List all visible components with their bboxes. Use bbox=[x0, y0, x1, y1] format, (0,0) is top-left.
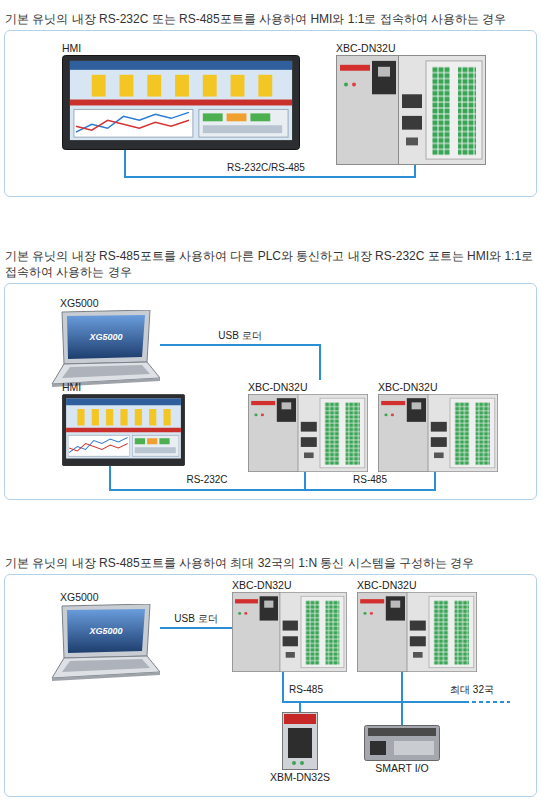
device-label: HMI bbox=[62, 380, 81, 394]
device-label: XBM-DN32S bbox=[270, 770, 330, 784]
plc-illustration bbox=[357, 592, 476, 671]
hmi-device: HMI bbox=[62, 41, 300, 150]
plc-device: XBC-DN32U bbox=[378, 380, 498, 472]
device-label: SMART I/O bbox=[375, 761, 428, 775]
device-label: XBC-DN32U bbox=[378, 380, 438, 394]
device-picture-area bbox=[62, 55, 300, 150]
connector-line bbox=[125, 150, 415, 177]
device-picture-area bbox=[378, 394, 498, 472]
device-label: XBC-DN32U bbox=[248, 380, 308, 394]
connection-label: RS-485 bbox=[287, 684, 325, 696]
plc-device: XBC-DN32U bbox=[248, 380, 368, 472]
device-picture-area bbox=[357, 592, 477, 672]
device-picture-area bbox=[248, 394, 368, 472]
connector-line bbox=[160, 627, 232, 629]
plc-device: XBC-DN32U bbox=[232, 578, 347, 672]
connector-line bbox=[305, 472, 435, 490]
plc-illustration bbox=[378, 394, 497, 471]
smart-io-illustration bbox=[365, 726, 440, 761]
station-note: 최대 32국 bbox=[448, 684, 496, 696]
device-picture-area bbox=[50, 604, 160, 682]
device-picture-area bbox=[336, 55, 486, 165]
connection-label: USB 로더 bbox=[172, 613, 219, 625]
screen-text: XG5000 bbox=[89, 626, 122, 637]
section-heading: 기본 유닛의 내장 RS-485포트를 사용하여 다른 PLC와 통신하고 내장… bbox=[5, 248, 535, 280]
device-picture-area bbox=[232, 592, 347, 672]
connection-label: RS-232C/RS-485 bbox=[225, 162, 307, 174]
module-device: XBM-DN32S bbox=[270, 712, 330, 784]
hmi-device: HMI bbox=[62, 380, 185, 466]
connector-line bbox=[283, 672, 402, 702]
hmi-illustration bbox=[62, 55, 299, 149]
hmi-illustration bbox=[62, 394, 184, 465]
device-label: XG5000 bbox=[50, 590, 99, 604]
device-picture-area bbox=[50, 310, 160, 388]
section-panel: 기본 유닛의 내장 RS-485포트를 사용하여 다른 PLC와 통신하고 내장… bbox=[4, 283, 537, 500]
module-illustration bbox=[283, 713, 318, 770]
device-picture-area bbox=[62, 394, 185, 466]
smart-io-device: SMART I/O bbox=[364, 725, 440, 775]
section-heading: 기본 유닛의 내장 RS-232C 또는 RS-485포트를 사용하여 HMI와… bbox=[5, 11, 535, 27]
plc-illustration bbox=[337, 55, 486, 164]
device-label: XBC-DN32U bbox=[232, 578, 292, 592]
connection-label: RS-485 bbox=[351, 474, 389, 486]
plc-device: XBC-DN32U bbox=[336, 41, 486, 165]
section-heading: 기본 유닛의 내장 RS-485포트를 사용하여 최대 32국의 1:N 통신 … bbox=[5, 555, 535, 571]
plc-device: XBC-DN32U bbox=[357, 578, 477, 672]
connector-line bbox=[160, 345, 320, 380]
plc-illustration bbox=[248, 394, 367, 471]
connector-line bbox=[283, 672, 402, 725]
laptop-illustration bbox=[52, 604, 160, 681]
screen-text: XG5000 bbox=[89, 332, 122, 343]
pc-device: XG5000 bbox=[50, 296, 160, 388]
connection-label: USB 로더 bbox=[216, 330, 263, 342]
laptop-illustration bbox=[52, 310, 160, 387]
pc-device: XG5000 bbox=[50, 590, 160, 682]
device-picture-area bbox=[282, 712, 318, 770]
bus-wire bbox=[402, 701, 465, 703]
bus-continuation bbox=[465, 701, 510, 703]
device-label: XBC-DN32U bbox=[357, 578, 417, 592]
plc-illustration bbox=[232, 592, 346, 671]
device-label: XBC-DN32U bbox=[336, 41, 396, 55]
device-label: HMI bbox=[62, 41, 81, 55]
connection-label: RS-232C bbox=[184, 474, 229, 486]
device-picture-area bbox=[364, 725, 440, 761]
device-label: XG5000 bbox=[50, 296, 99, 310]
connector-line bbox=[110, 466, 305, 490]
